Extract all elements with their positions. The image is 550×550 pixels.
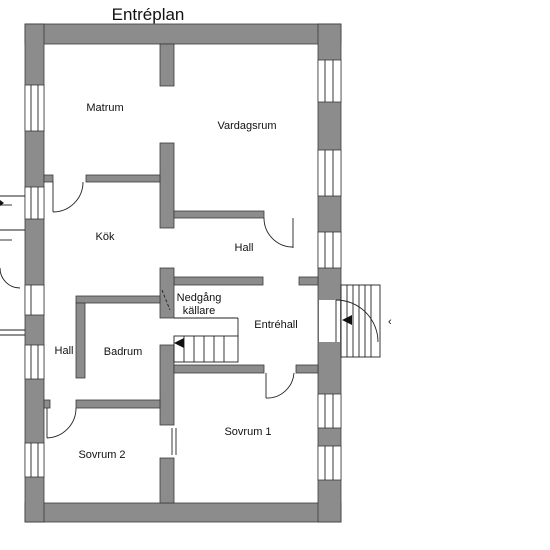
- stairs-arrow-icon: [174, 338, 184, 348]
- entrance-arrow-glyph: ‹: [388, 316, 392, 328]
- left-windows: [24, 84, 45, 478]
- wall-top: [24, 23, 342, 45]
- label-matrum: Matrum: [86, 102, 123, 114]
- wall-bottom: [24, 502, 342, 523]
- right-windows: [317, 59, 342, 481]
- label-hall-left: Hall: [55, 345, 74, 357]
- label-sovrum1: Sovrum 1: [224, 426, 271, 438]
- plan-title: Entréplan: [112, 5, 185, 24]
- outer-walls: [24, 23, 342, 523]
- label-hall-upper: Hall: [235, 242, 254, 254]
- label-kok: Kök: [96, 231, 115, 243]
- label-kallare: källare: [183, 305, 215, 317]
- interior-doors: [46, 181, 295, 455]
- wall-left: [24, 23, 45, 523]
- entrance-door: [319, 299, 379, 343]
- label-vardagsrum: Vardagsrum: [217, 120, 276, 132]
- entrance-stairs: ‹: [340, 284, 392, 358]
- entrance-arrow-icon: [342, 315, 352, 325]
- label-nedgang: Nedgång: [177, 292, 222, 304]
- label-badrum: Badrum: [104, 346, 143, 358]
- interior-walls: [43, 43, 319, 504]
- label-sovrum2: Sovrum 2: [78, 449, 125, 461]
- side-stair-fragments: [0, 195, 25, 336]
- room-labels: Matrum Vardagsrum Kök Hall Nedgång källa…: [55, 102, 298, 461]
- label-entrehall: Entréhall: [254, 319, 297, 331]
- basement-stairs: [173, 317, 239, 363]
